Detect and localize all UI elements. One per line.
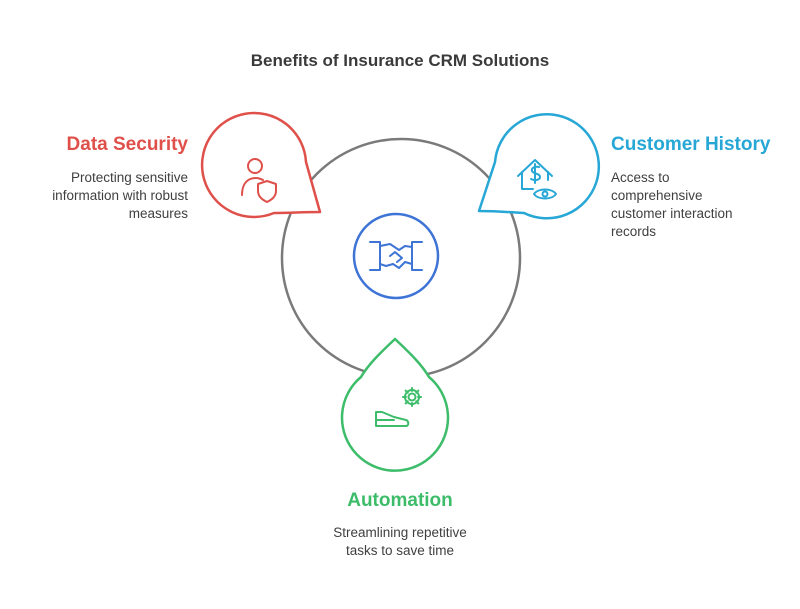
data-security-description: Protecting sensitive information with ro…	[52, 170, 188, 221]
automation-heading: Automation	[347, 490, 453, 511]
house-dollar-eye-icon	[517, 159, 557, 200]
data-security-node	[200, 111, 322, 219]
gear-hand-icon	[375, 387, 422, 427]
automation-description: Streamlining repetitive tasks to save ti…	[333, 525, 467, 558]
handshake-icon	[369, 241, 423, 271]
customer-history-heading: Customer History	[611, 134, 771, 155]
customer-history-description: Access to comprehensive customer interac…	[611, 170, 733, 239]
data-security-heading: Data Security	[66, 134, 188, 155]
customer-history-node	[477, 113, 600, 220]
user-shield-icon	[241, 158, 277, 203]
core-node	[352, 212, 440, 300]
diagram-title: Benefits of Insurance CRM Solutions	[250, 51, 550, 70]
automation-node	[340, 337, 450, 472]
